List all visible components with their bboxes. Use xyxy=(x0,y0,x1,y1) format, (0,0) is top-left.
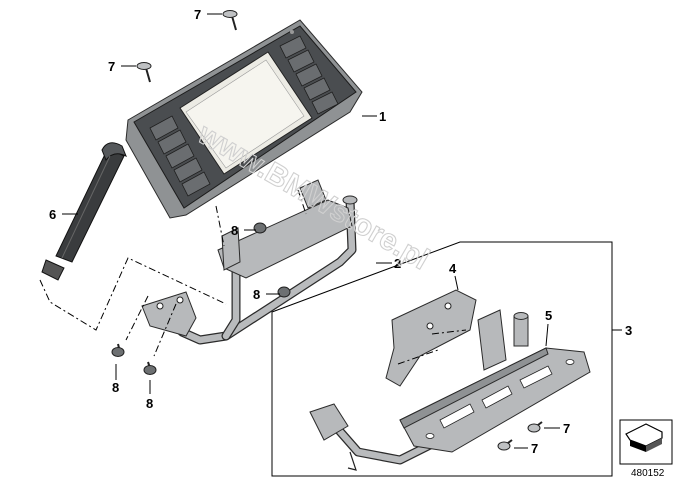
diagram-number: 480152 xyxy=(631,468,665,479)
screw-8-bracket xyxy=(277,286,291,298)
screw-7-plate-a xyxy=(527,421,543,433)
mounting-plate xyxy=(309,309,591,471)
navigation-display xyxy=(125,19,363,219)
callout-8-left: 8 xyxy=(112,380,119,395)
callout-8-right: 8 xyxy=(146,396,153,411)
callout-7-left: 7 xyxy=(108,59,115,74)
screw-7-plate-b xyxy=(497,439,513,451)
screw-8-left xyxy=(111,343,125,357)
group-3-frame xyxy=(271,241,613,477)
screw-7-left xyxy=(136,62,152,83)
callout-6: 6 xyxy=(49,207,56,222)
leader-lines xyxy=(62,13,622,449)
adapter-bracket xyxy=(385,289,477,387)
callout-1: 1 xyxy=(379,109,386,124)
assembly-lines xyxy=(39,189,467,365)
callout-5: 5 xyxy=(545,308,552,323)
callout-8-bracket: 8 xyxy=(253,287,260,302)
screw-8-display xyxy=(253,222,267,234)
callout-8-display: 8 xyxy=(231,223,238,238)
callout-3: 3 xyxy=(625,323,632,338)
screw-8-right xyxy=(143,361,157,375)
orientation-icon xyxy=(619,419,673,465)
screw-7-top xyxy=(222,10,238,31)
antenna xyxy=(41,142,127,281)
bracket-tube xyxy=(141,179,358,345)
callout-2: 2 xyxy=(394,256,401,271)
callout-7-plate-a: 7 xyxy=(563,421,570,436)
callout-4: 4 xyxy=(449,261,457,276)
callout-7-plate-b: 7 xyxy=(531,441,538,456)
callout-7-top: 7 xyxy=(194,7,201,22)
